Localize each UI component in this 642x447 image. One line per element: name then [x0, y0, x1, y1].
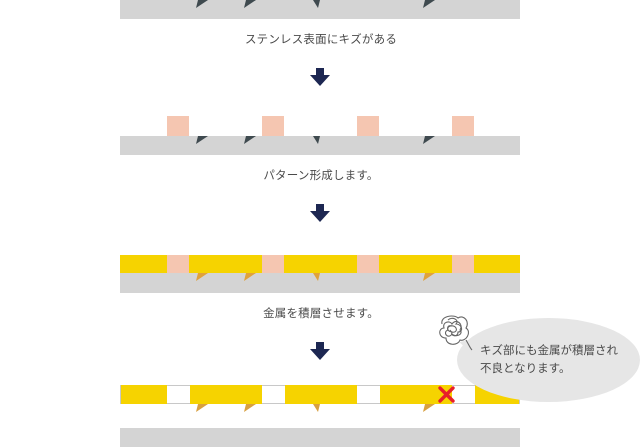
plated-scratch	[244, 273, 256, 281]
down-arrow-icon	[310, 68, 330, 86]
scratches-1	[196, 0, 435, 8]
resist-pattern	[452, 116, 474, 136]
pattern-gap	[452, 385, 475, 404]
resist-pattern	[262, 255, 284, 273]
resist-pattern	[452, 255, 474, 273]
scratch	[423, 0, 435, 8]
callout-line-2: 不良となります。	[480, 361, 571, 375]
scratch	[313, 0, 320, 8]
bubble-tail	[459, 340, 473, 354]
stainless-layer-1	[120, 0, 520, 19]
step-caption-1: ステンレス表面にキズがある	[244, 32, 398, 46]
tangled-thought-icon	[439, 315, 473, 351]
resist-pattern	[357, 255, 379, 273]
pattern-gap	[167, 385, 190, 404]
stainless-layer-2	[120, 136, 520, 155]
metal-part	[120, 385, 167, 404]
scratch	[244, 0, 256, 8]
metal-part	[285, 385, 357, 404]
down-arrow-icon	[310, 342, 330, 360]
metal-part	[190, 385, 262, 404]
burr	[244, 404, 256, 412]
resist-pattern	[262, 116, 284, 136]
down-arrow-icon	[310, 204, 330, 222]
plated-scratches-3	[196, 273, 435, 281]
scratches-2	[196, 136, 435, 144]
plated-scratch	[196, 273, 208, 281]
plated-scratch	[423, 273, 435, 281]
callout-text: キズ部にも金属が積層され 不良となります。	[480, 341, 640, 377]
resist-pattern	[167, 255, 189, 273]
metal-layer	[120, 255, 520, 273]
step-caption-3: 金属を積層させます。	[263, 306, 379, 320]
stainless-layer-3	[120, 273, 520, 293]
plated-scratch	[313, 273, 320, 281]
pattern-gap	[357, 385, 380, 404]
burr	[423, 404, 435, 412]
callout-bubble	[457, 318, 640, 402]
step-caption-2: パターン形成します。	[263, 168, 379, 182]
callout-line-1: キズ部にも金属が積層され	[480, 343, 618, 357]
defect-x-icon	[438, 386, 455, 403]
resist-pattern	[167, 116, 189, 136]
stainless-layer-4	[120, 428, 520, 447]
burr	[196, 404, 208, 412]
metal-part	[380, 385, 452, 404]
scratch	[196, 0, 208, 8]
scratch	[423, 136, 435, 144]
pattern-gap	[262, 385, 285, 404]
resist-pattern	[357, 116, 379, 136]
scratch	[196, 136, 208, 144]
burr-defects	[196, 404, 435, 412]
scratch	[244, 136, 256, 144]
burr	[313, 404, 320, 412]
scratch	[313, 136, 320, 144]
